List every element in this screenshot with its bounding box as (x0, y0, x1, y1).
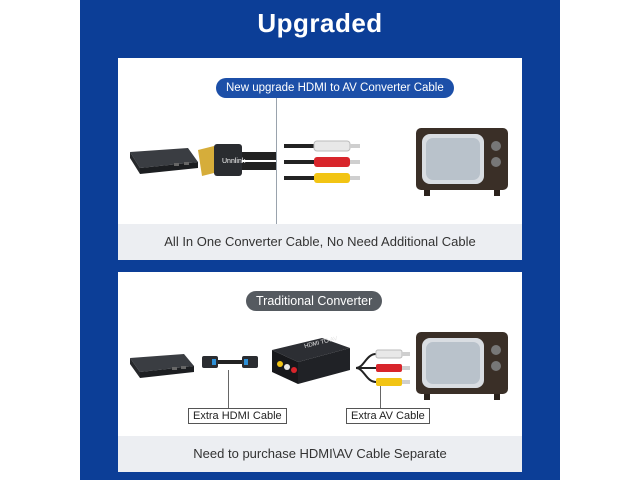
cable-brand-label: Unnlink (222, 158, 246, 165)
streaming-box-icon (130, 354, 194, 378)
av-cable-icon (355, 349, 410, 386)
streaming-box-icon (130, 148, 198, 174)
traditional-badge: Traditional Converter (246, 291, 383, 311)
traditional-panel: Traditional Converter Extra HDMI Cable (118, 272, 522, 472)
retro-tv-icon (416, 128, 508, 196)
new-upgrade-caption: All In One Converter Cable, No Need Addi… (118, 224, 522, 260)
extra-hdmi-cable-tag: Extra HDMI Cable (188, 408, 287, 424)
hdmi-cable-icon (202, 356, 258, 368)
hdmi-tag-pointer (228, 370, 229, 408)
poster: Upgraded New upgrade HDMI to AV Converte… (80, 0, 560, 480)
converter-box-icon (272, 338, 350, 384)
rca-connectors-icon (284, 140, 360, 183)
traditional-caption: Need to purchase HDMI\AV Cable Separate (118, 436, 522, 472)
retro-tv-icon (416, 332, 508, 400)
headline: Upgraded (257, 8, 383, 38)
new-upgrade-panel: New upgrade HDMI to AV Converter Cable U… (118, 58, 522, 260)
av-tag-pointer (380, 386, 381, 408)
divider-line (276, 98, 277, 230)
new-upgrade-badge: New upgrade HDMI to AV Converter Cable (216, 78, 454, 98)
extra-av-cable-tag: Extra AV Cable (346, 408, 430, 424)
hdmi-plug-icon (198, 144, 276, 176)
